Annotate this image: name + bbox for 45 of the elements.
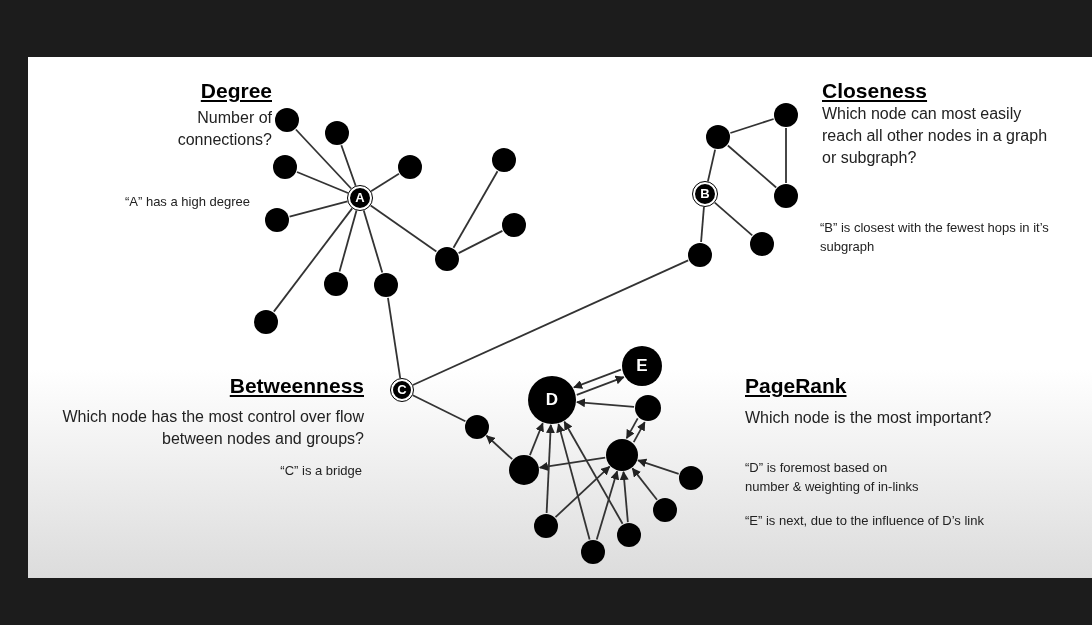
arrow <box>545 424 555 514</box>
section-heading: PageRank <box>745 373 848 399</box>
connector-line <box>707 148 716 183</box>
note-text: “C” is a bridge <box>279 462 362 480</box>
arrow <box>619 471 629 523</box>
connector-line <box>338 209 358 273</box>
question-text: Which node can most easily reach all other nodes in a graph or subgraph? <box>822 104 1048 168</box>
arrow <box>632 421 646 443</box>
connector-line <box>452 170 499 249</box>
question-text: Number of connections? <box>176 108 272 150</box>
arrow <box>563 420 624 525</box>
arrow <box>637 458 680 475</box>
connector-line <box>785 127 787 184</box>
arrow <box>529 422 544 457</box>
connector-line <box>296 171 349 194</box>
connector-line <box>457 230 504 254</box>
connector-line <box>387 296 402 380</box>
question-text: Which node has the most control over flow between nodes and groups? <box>61 407 364 449</box>
arrow <box>485 434 514 461</box>
arrow <box>556 423 591 541</box>
arrow <box>554 465 611 519</box>
connector-line <box>295 128 352 190</box>
note-text: “E” is next, due to the influence of D’s link <box>745 512 985 530</box>
arrow <box>575 375 625 396</box>
connector-line <box>288 200 349 218</box>
question-text: Which node is the most important? <box>745 408 993 428</box>
connector-line <box>362 209 384 274</box>
note-text: “D” is foremost based on number & weighting of in-links <box>745 459 920 496</box>
arrow <box>576 398 635 408</box>
section-heading: Degree <box>199 78 272 104</box>
note-text: “B” is closest with the fewest hops in it’s subgraph <box>820 219 1050 256</box>
arrow <box>631 467 658 501</box>
connector-line <box>729 118 775 134</box>
arrow <box>573 368 622 389</box>
arrow <box>625 417 639 440</box>
connector-line <box>726 144 778 189</box>
note-text: “A” has a high degree <box>123 193 250 211</box>
arrow <box>538 456 607 471</box>
connector-line <box>412 259 690 386</box>
arrow <box>595 470 620 541</box>
connector-line <box>713 201 754 237</box>
section-heading: Closeness <box>822 78 929 104</box>
connector-line <box>340 144 357 187</box>
section-heading: Betweenness <box>228 373 364 399</box>
connector-line <box>700 206 705 243</box>
